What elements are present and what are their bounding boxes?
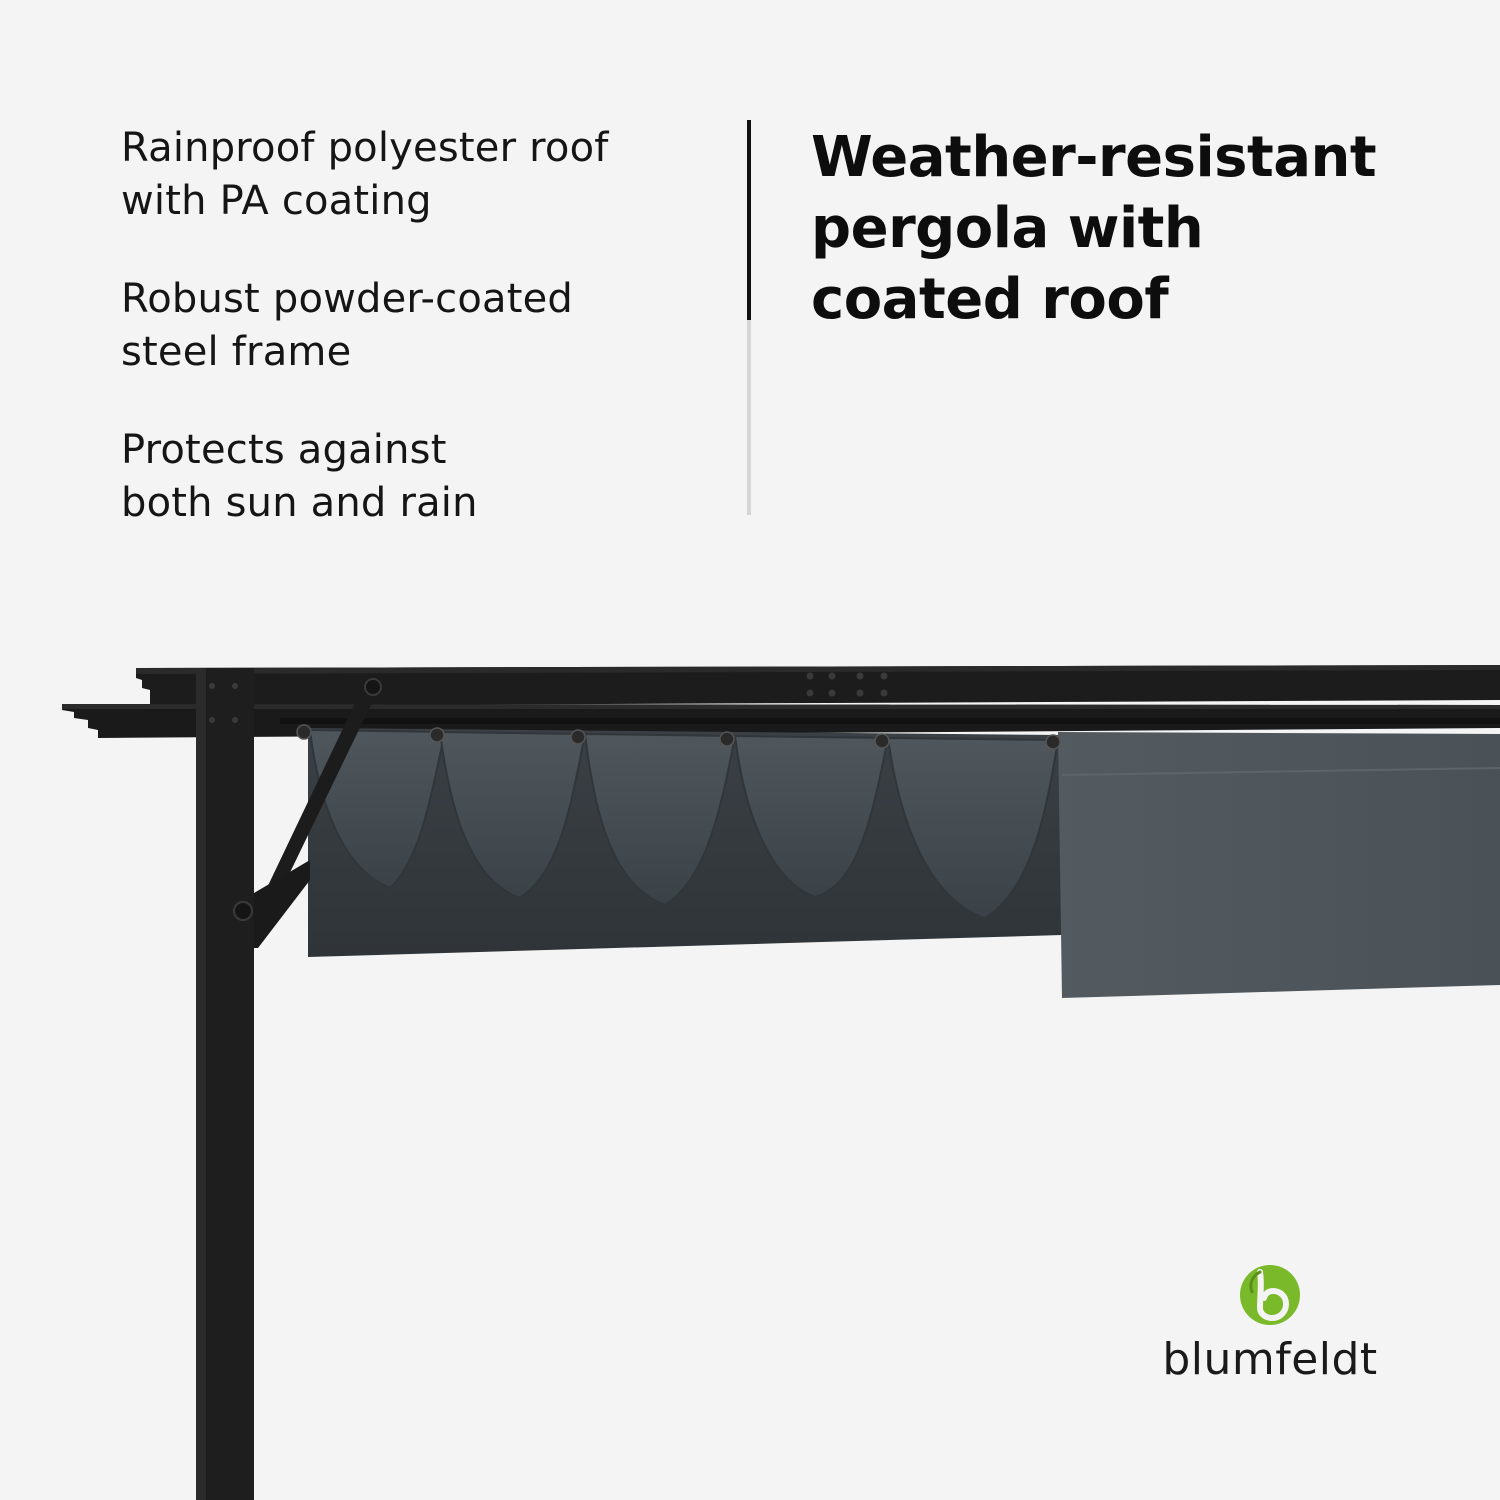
feature-protection: Protects against both sun and rain xyxy=(121,427,478,526)
brand-block: blumfeldt xyxy=(1150,1262,1390,1392)
headline: Weather-resistant pergola with coated ro… xyxy=(811,125,1377,332)
blumfeldt-b-leaf-icon xyxy=(1240,1265,1300,1325)
divider-accent xyxy=(747,120,751,320)
divider-line xyxy=(747,320,751,515)
feature-frame: Robust powder-coated steel frame xyxy=(121,276,574,375)
pergola-retractable-roof-illustration xyxy=(62,665,1500,1500)
feature-list: Rainproof polyester roof with PA coating… xyxy=(121,122,721,575)
feature-roof: Rainproof polyester roof with PA coating xyxy=(121,125,609,224)
brand-name: blumfeldt xyxy=(1162,1334,1378,1385)
